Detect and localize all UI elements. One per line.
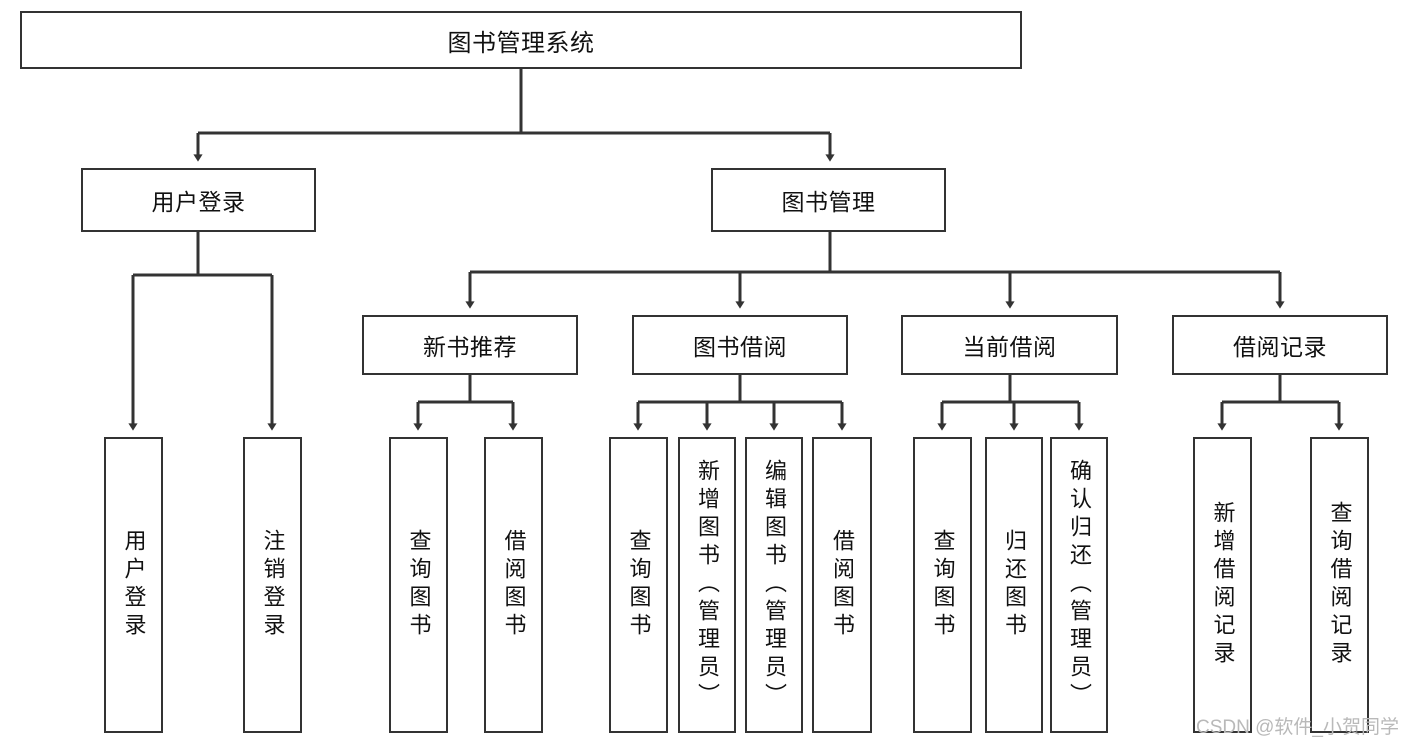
node-book-borrow-label: 图书借阅 <box>693 334 787 360</box>
node-leaf-current-return-book-label: 归还图书 <box>1002 529 1027 641</box>
node-leaf-borrow-add-book[interactable]: 新增图书（管理员） <box>678 437 736 733</box>
node-borrow-record-label: 借阅记录 <box>1233 334 1327 360</box>
node-user-login-label: 用户登录 <box>151 189 246 215</box>
node-leaf-current-query-book[interactable]: 查询图书 <box>913 437 972 733</box>
node-leaf-record-add-label: 新增借阅记录 <box>1210 501 1236 669</box>
node-current-borrow[interactable]: 当前借阅 <box>901 315 1118 375</box>
node-book-management[interactable]: 图书管理 <box>711 168 946 232</box>
node-current-borrow-label: 当前借阅 <box>962 334 1057 360</box>
node-borrow-record[interactable]: 借阅记录 <box>1172 315 1388 375</box>
node-leaf-user-login-logout-label: 注销登录 <box>260 529 286 641</box>
node-leaf-borrow-query-book[interactable]: 查询图书 <box>609 437 668 733</box>
node-leaf-new-book-borrow-label: 借阅图书 <box>501 529 527 641</box>
node-leaf-current-query-book-label: 查询图书 <box>930 529 956 641</box>
node-leaf-borrow-borrow-book-label: 借阅图书 <box>830 529 855 641</box>
node-leaf-record-query-label: 查询借阅记录 <box>1327 501 1353 669</box>
node-leaf-borrow-borrow-book[interactable]: 借阅图书 <box>812 437 872 733</box>
node-user-login[interactable]: 用户登录 <box>81 168 316 232</box>
node-root-system-label: 图书管理系统 <box>447 29 595 57</box>
node-book-borrow[interactable]: 图书借阅 <box>632 315 848 375</box>
node-leaf-user-login-logout[interactable]: 注销登录 <box>243 437 302 733</box>
node-new-book-recommend[interactable]: 新书推荐 <box>362 315 578 375</box>
node-leaf-user-login-login-label: 用户登录 <box>121 529 147 641</box>
node-leaf-current-confirm-return-label: 确认归还（管理员） <box>1067 459 1092 711</box>
node-leaf-new-book-query[interactable]: 查询图书 <box>389 437 448 733</box>
node-leaf-borrow-edit-book-label: 编辑图书（管理员） <box>762 459 787 711</box>
node-leaf-new-book-query-label: 查询图书 <box>406 529 432 641</box>
node-leaf-record-query[interactable]: 查询借阅记录 <box>1310 437 1369 733</box>
node-leaf-current-return-book[interactable]: 归还图书 <box>985 437 1043 733</box>
node-leaf-user-login-login[interactable]: 用户登录 <box>104 437 163 733</box>
node-new-book-recommend-label: 新书推荐 <box>423 334 517 360</box>
node-leaf-borrow-query-book-label: 查询图书 <box>626 529 652 641</box>
node-root-system[interactable]: 图书管理系统 <box>20 11 1022 69</box>
node-leaf-borrow-add-book-label: 新增图书（管理员） <box>695 459 720 711</box>
node-leaf-new-book-borrow[interactable]: 借阅图书 <box>484 437 543 733</box>
node-leaf-current-confirm-return[interactable]: 确认归还（管理员） <box>1050 437 1108 733</box>
node-book-management-label: 图书管理 <box>781 189 876 215</box>
node-leaf-borrow-edit-book[interactable]: 编辑图书（管理员） <box>745 437 803 733</box>
node-leaf-record-add[interactable]: 新增借阅记录 <box>1193 437 1252 733</box>
